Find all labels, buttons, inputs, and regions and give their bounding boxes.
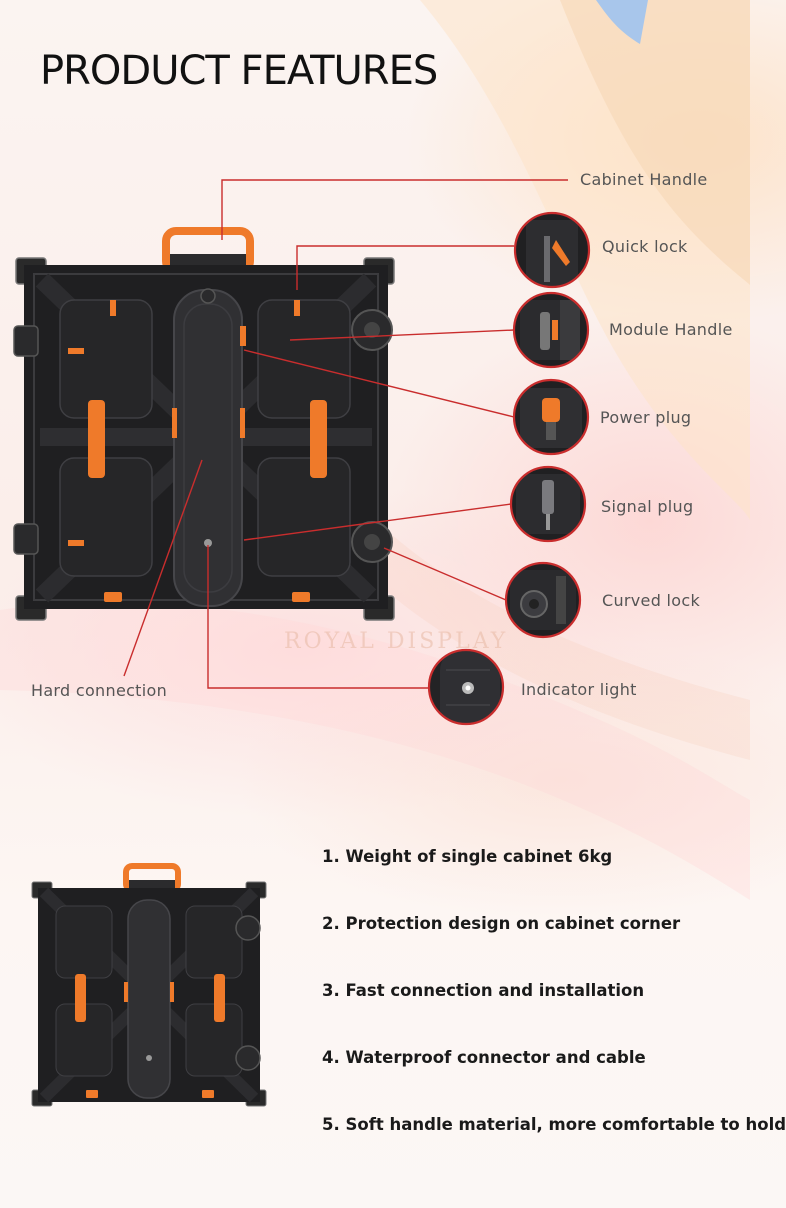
feature-item: 3. Fast connection and installation: [322, 981, 645, 1000]
feature-item: 5. Soft handle material, more comfortabl…: [322, 1115, 786, 1134]
label-power-plug: Power plug: [600, 408, 692, 427]
power-plug-icon: [512, 378, 590, 456]
leader-lines: [123, 179, 568, 689]
label-curved-lock: Curved lock: [602, 591, 701, 610]
label-indicator-light: Indicator light: [521, 680, 637, 699]
label-hard-connection: Hard connection: [31, 681, 168, 700]
indicator-light-icon: [427, 648, 505, 726]
quick-lock-icon: [513, 211, 591, 289]
signal-plug-icon: [509, 465, 587, 543]
feature-item: 2. Protection design on cabinet corner: [322, 914, 681, 933]
module-handle-icon: [512, 291, 590, 369]
led-cabinet-rear: [13, 227, 395, 621]
label-quick-lock: Quick lock: [602, 237, 688, 256]
led-cabinet-thumbnail: [31, 863, 267, 1107]
feature-list: 1. Weight of single cabinet 6kg 2. Prote…: [322, 846, 786, 1181]
label-module-handle: Module Handle: [609, 320, 733, 339]
feature-item: 1. Weight of single cabinet 6kg: [322, 847, 613, 866]
page-title: PRODUCT FEATURES: [40, 48, 438, 94]
exploded-diagram: ROYAL DISPLAY: [13, 179, 591, 726]
label-cabinet-handle: Cabinet Handle: [580, 170, 708, 189]
feature-item: 4. Waterproof connector and cable: [322, 1048, 646, 1067]
label-signal-plug: Signal plug: [601, 497, 694, 516]
curved-lock-icon: [504, 561, 582, 639]
